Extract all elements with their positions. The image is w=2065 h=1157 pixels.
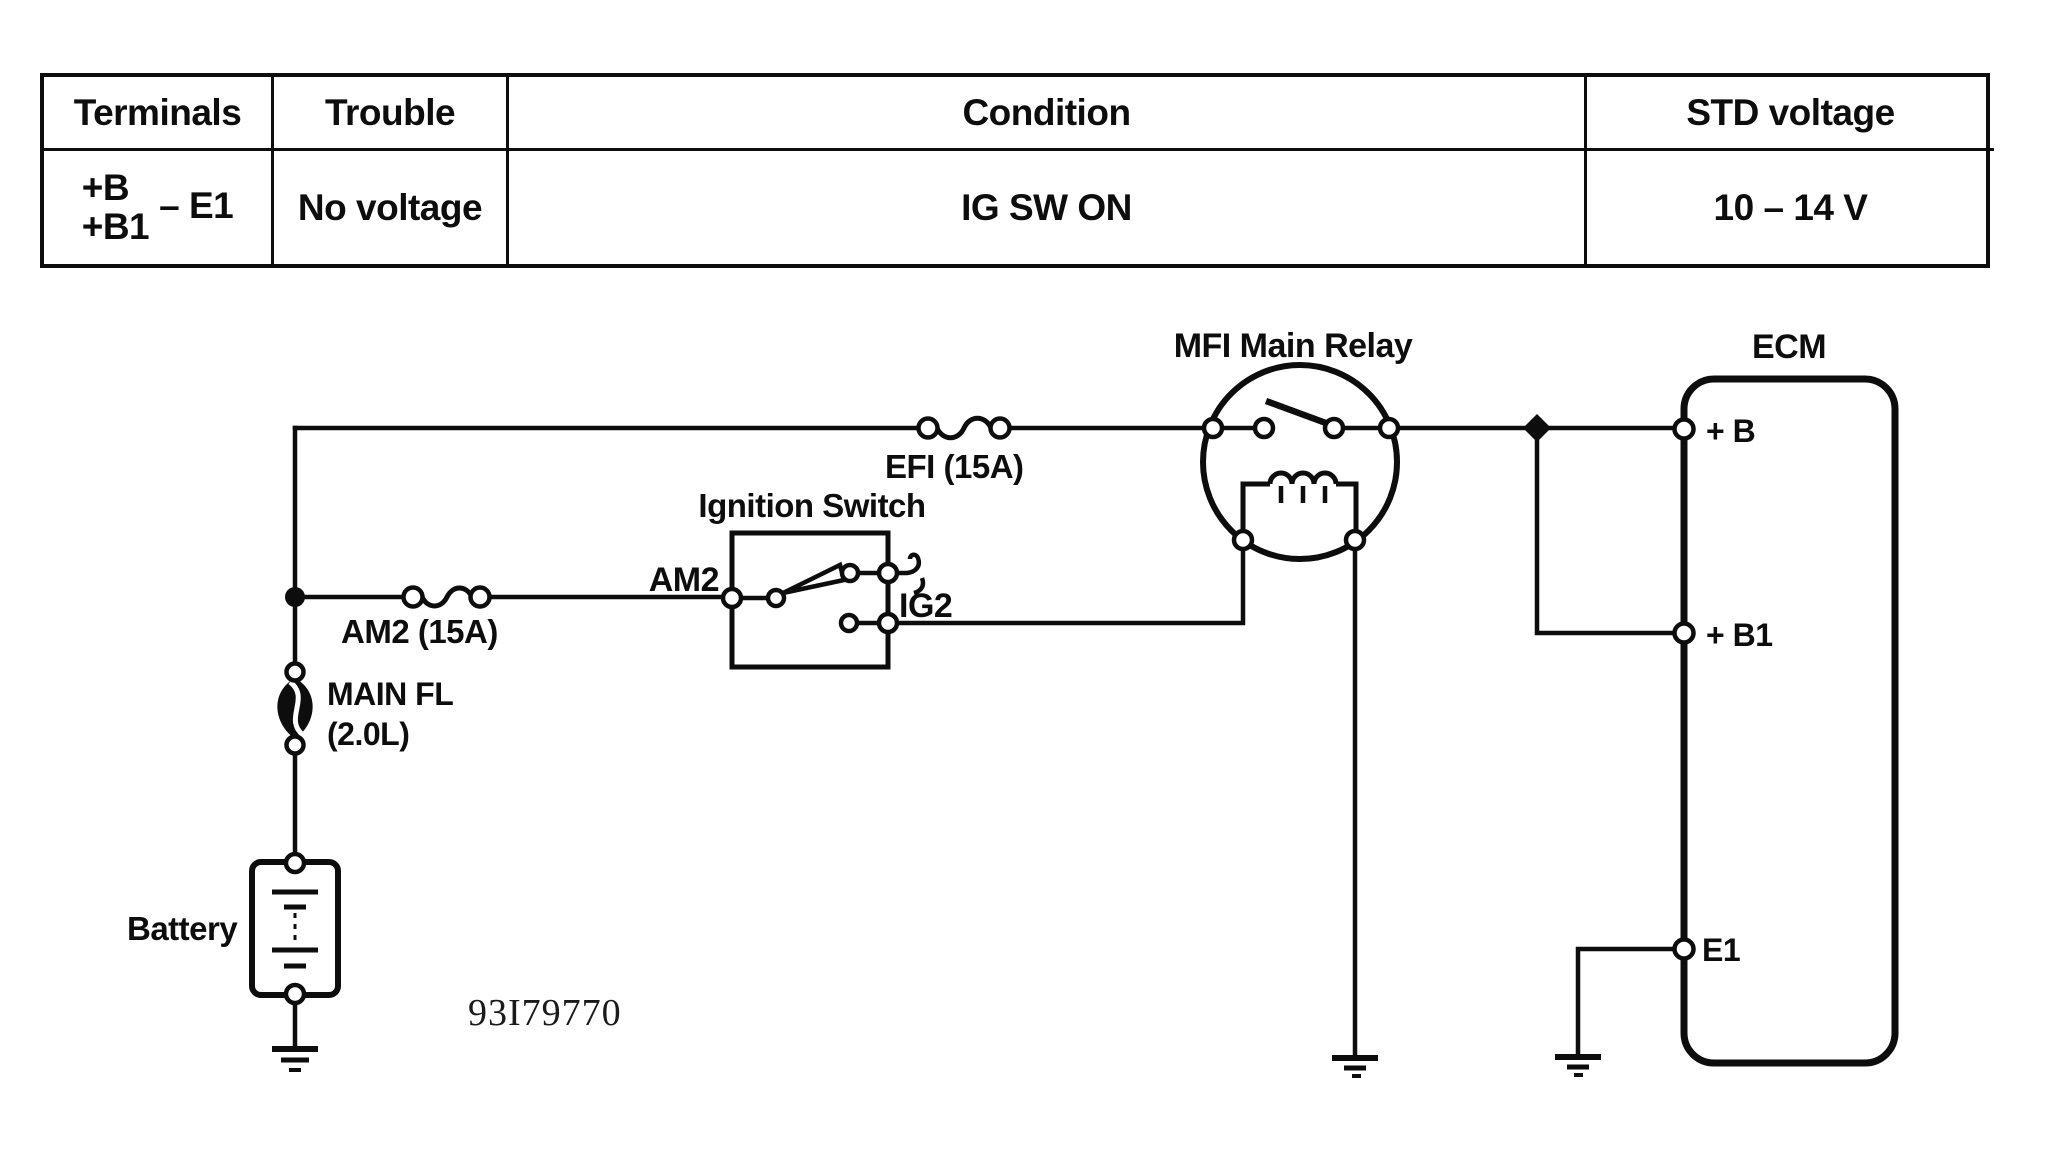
ig2-terminal-label: IG2 xyxy=(899,587,952,625)
am2-fuse-terminal-right xyxy=(468,585,492,609)
header-std-voltage: STD voltage xyxy=(1587,77,1994,151)
switch-contact-lower xyxy=(838,612,860,634)
terminal-top: +B xyxy=(81,166,130,208)
cell-condition: IG SW ON xyxy=(509,151,1587,264)
ignition-switch-label: Ignition Switch xyxy=(698,487,925,524)
switch-contact-upper xyxy=(839,562,861,584)
efi-fuse-terminal-left xyxy=(916,416,940,440)
efi-fuse-terminal-right xyxy=(988,416,1012,440)
junction-dot xyxy=(285,587,305,607)
main-fl-label-line1: MAIN FL xyxy=(327,676,453,712)
battery-symbol xyxy=(249,851,341,1006)
main-fl-terminal-top xyxy=(284,661,306,683)
relay-coil-terminal-right xyxy=(1343,528,1367,552)
spec-table: Terminals Trouble Condition STD voltage … xyxy=(40,73,1994,268)
cell-terminals: +B +B1 – E1 xyxy=(44,151,274,264)
efi-fuse-label: EFI (15A) xyxy=(885,448,1024,485)
switch-terminal-top-right xyxy=(876,561,900,585)
switch-terminal-am2 xyxy=(720,586,744,610)
am2-fuse-symbol xyxy=(401,585,492,609)
main-fl-stripe xyxy=(288,680,305,737)
header-terminals: Terminals xyxy=(44,77,274,151)
relay-ground-symbol xyxy=(1332,1055,1378,1078)
header-condition: Condition xyxy=(509,77,1587,151)
figure-code-label: 93I79770 xyxy=(468,992,622,1034)
battery-ground-symbol xyxy=(272,1046,318,1072)
relay-contact-inner-left xyxy=(1252,416,1276,440)
ecm-box xyxy=(1680,375,1899,1067)
relay-coil-terminal-left xyxy=(1231,528,1255,552)
ecm-terminal-b1-label: + B1 xyxy=(1706,617,1772,653)
relay-contact-inner-right xyxy=(1322,416,1346,440)
switch-pivot-contact xyxy=(765,587,787,609)
main-fl-symbol xyxy=(277,661,313,756)
wire-ig2-to-relay-coil xyxy=(894,545,1246,626)
terminal-ref: – E1 xyxy=(159,184,234,226)
ecm-terminal-b1 xyxy=(1672,621,1696,645)
mfi-main-relay-symbol xyxy=(1200,362,1401,562)
switch-blade xyxy=(782,561,847,596)
header-trouble: Trouble xyxy=(274,77,509,151)
efi-fuse-element xyxy=(934,415,994,441)
am2-fuse-terminal-left xyxy=(401,585,425,609)
wire-branch-to-ecm-b1 xyxy=(1534,434,1683,636)
battery-label: Battery xyxy=(127,910,238,947)
main-fl-label-line2: (2.0L) xyxy=(327,716,409,752)
ecm-symbol xyxy=(1672,375,1899,1067)
am2-fuse-element xyxy=(419,585,475,609)
relay-blade xyxy=(1264,397,1336,430)
ecm-terminal-e1 xyxy=(1672,937,1696,961)
am2-terminal-label: AM2 xyxy=(649,561,719,599)
e1-ground-symbol xyxy=(1555,1054,1601,1077)
switch-terminal-ig2 xyxy=(876,611,900,635)
battery-terminal-top xyxy=(283,851,307,875)
mfi-main-relay-label: MFI Main Relay xyxy=(1174,327,1413,365)
relay-contact-right-edge xyxy=(1377,416,1401,440)
relay-contact-left-edge xyxy=(1201,416,1225,440)
ecm-label: ECM xyxy=(1752,328,1826,366)
am2-fuse-label: AM2 (15A) xyxy=(341,613,498,650)
ecm-terminal-b-label: + B xyxy=(1706,413,1755,449)
relay-coil-humps xyxy=(1267,470,1339,485)
efi-fuse-symbol xyxy=(916,415,1012,441)
main-fl-terminal-bottom xyxy=(284,734,306,756)
relay-coil-right-leg xyxy=(1336,481,1359,540)
wire-ecm-e1-to-ground xyxy=(1575,946,1679,1057)
relay-outline xyxy=(1200,362,1400,562)
relay-coil-left-leg xyxy=(1240,481,1270,540)
cell-trouble: No voltage xyxy=(274,151,509,264)
ecm-terminal-e1-label: E1 xyxy=(1702,932,1740,968)
terminal-bottom: +B1 xyxy=(81,205,150,247)
relay-coil-tails xyxy=(1278,486,1328,503)
junction-diamond xyxy=(1523,414,1551,442)
ecm-terminal-b xyxy=(1672,417,1696,441)
ignition-switch-symbol xyxy=(720,530,926,670)
cell-std-voltage: 10 – 14 V xyxy=(1713,186,1868,228)
battery-terminal-bottom xyxy=(283,982,307,1006)
switch-stub-hook xyxy=(897,552,926,596)
